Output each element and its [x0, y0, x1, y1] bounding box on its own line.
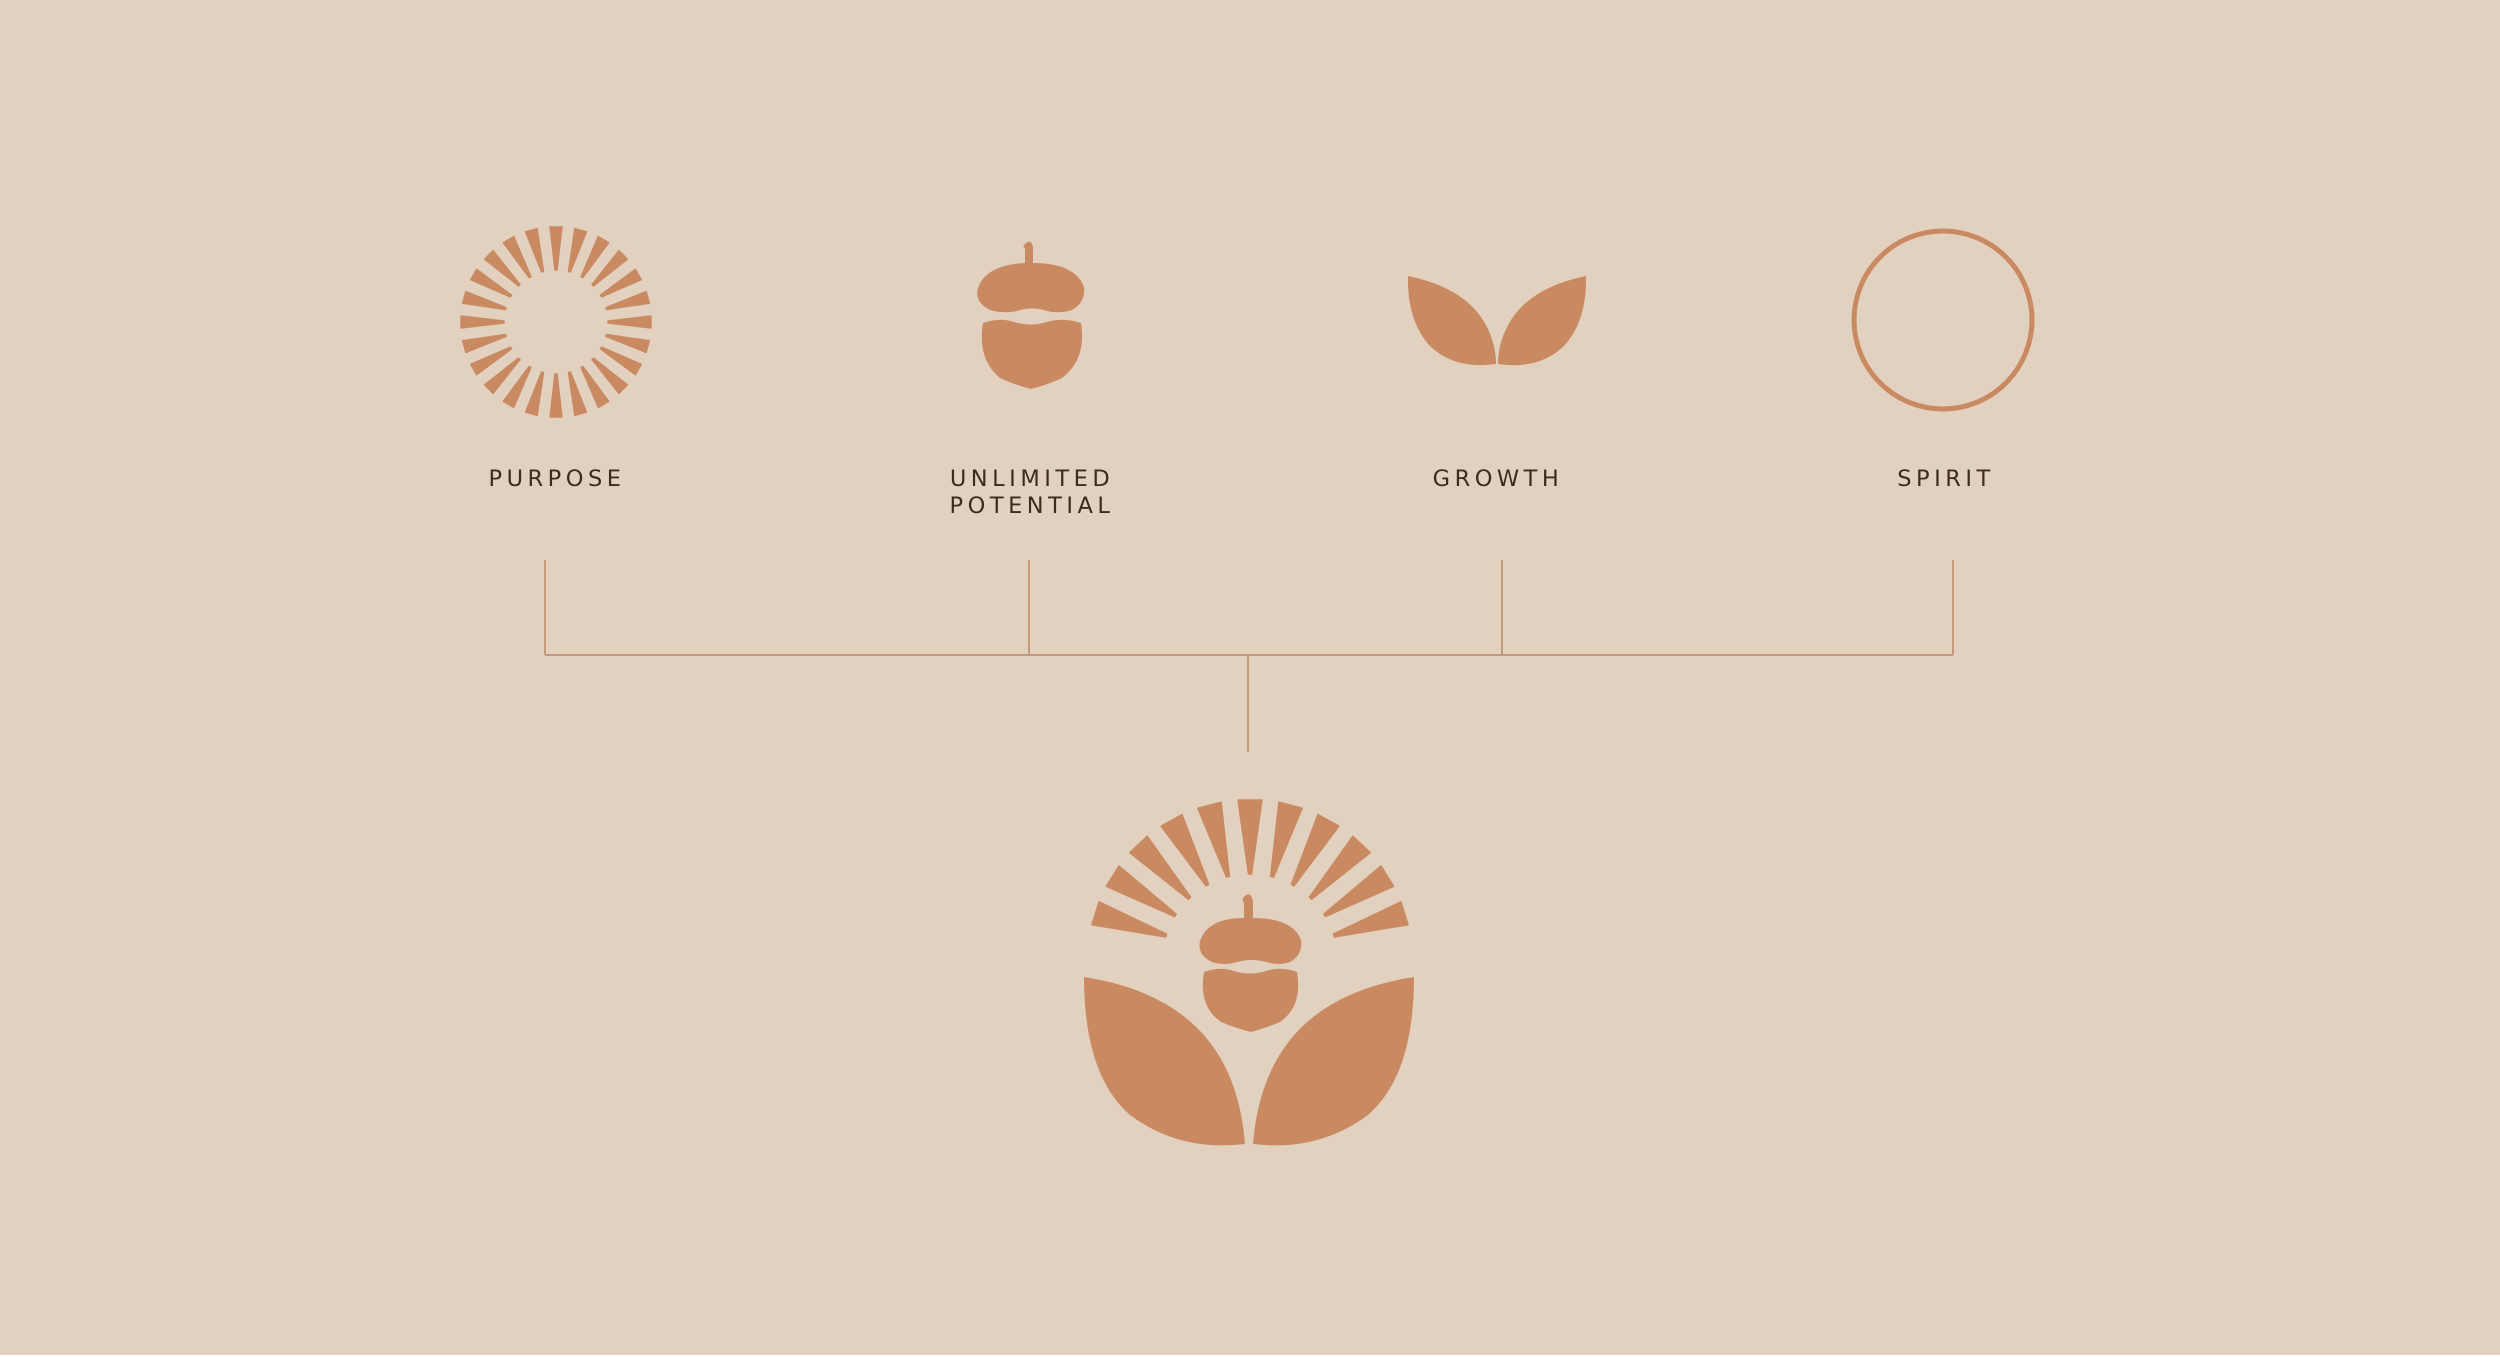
sun-ray [502, 365, 532, 409]
sun-acorn-leaves-logo [1084, 799, 1414, 1146]
sun-ray [469, 268, 513, 298]
sun-ray [605, 333, 651, 354]
sun-ray [1323, 865, 1395, 918]
sun-ray [461, 290, 507, 311]
sun-ray [524, 371, 545, 417]
sun-ray [1160, 813, 1210, 887]
pillar-label-purpose: PURPOSE [488, 466, 626, 492]
sun-ray [591, 357, 629, 395]
sun-ray [1129, 835, 1192, 900]
sun-ray [524, 227, 545, 273]
sun-ray [1290, 813, 1340, 887]
sun-ray [591, 249, 629, 287]
sun-ray [580, 365, 610, 409]
sun-ray [1091, 901, 1168, 938]
sun-ray [483, 249, 521, 287]
sun-ray [469, 346, 513, 376]
sun-ray [549, 373, 563, 418]
sun-ray [483, 357, 521, 395]
pillar-label-spirit: SPIRIT [1897, 466, 1995, 492]
sun-ray [567, 371, 588, 417]
pillar-label-growth: GROWTH [1432, 466, 1564, 492]
sun-ray [580, 235, 610, 279]
sun-ray [599, 346, 643, 376]
sun-rays-icon [460, 226, 652, 418]
sun-ray [607, 315, 652, 329]
sun-ray [1308, 835, 1371, 900]
pillar-label-unlimited-potential: UNLIMITED POTENTIAL [949, 466, 1115, 519]
sun-ray [461, 333, 507, 354]
sun-ray [1332, 901, 1409, 938]
acorn-icon [977, 241, 1085, 389]
sun-ray [549, 226, 563, 271]
sun-ray [460, 315, 505, 329]
sun-ray [502, 235, 532, 279]
sun-ray [605, 290, 651, 311]
sun-ray [567, 227, 588, 273]
leaves-icon [1407, 276, 1587, 366]
sun-ray [599, 268, 643, 298]
sun-ray [1237, 799, 1263, 875]
sun-ray [1105, 865, 1177, 918]
sun-ray [1197, 801, 1231, 878]
sun-ray [1269, 801, 1303, 878]
circle-icon [1851, 228, 2035, 412]
